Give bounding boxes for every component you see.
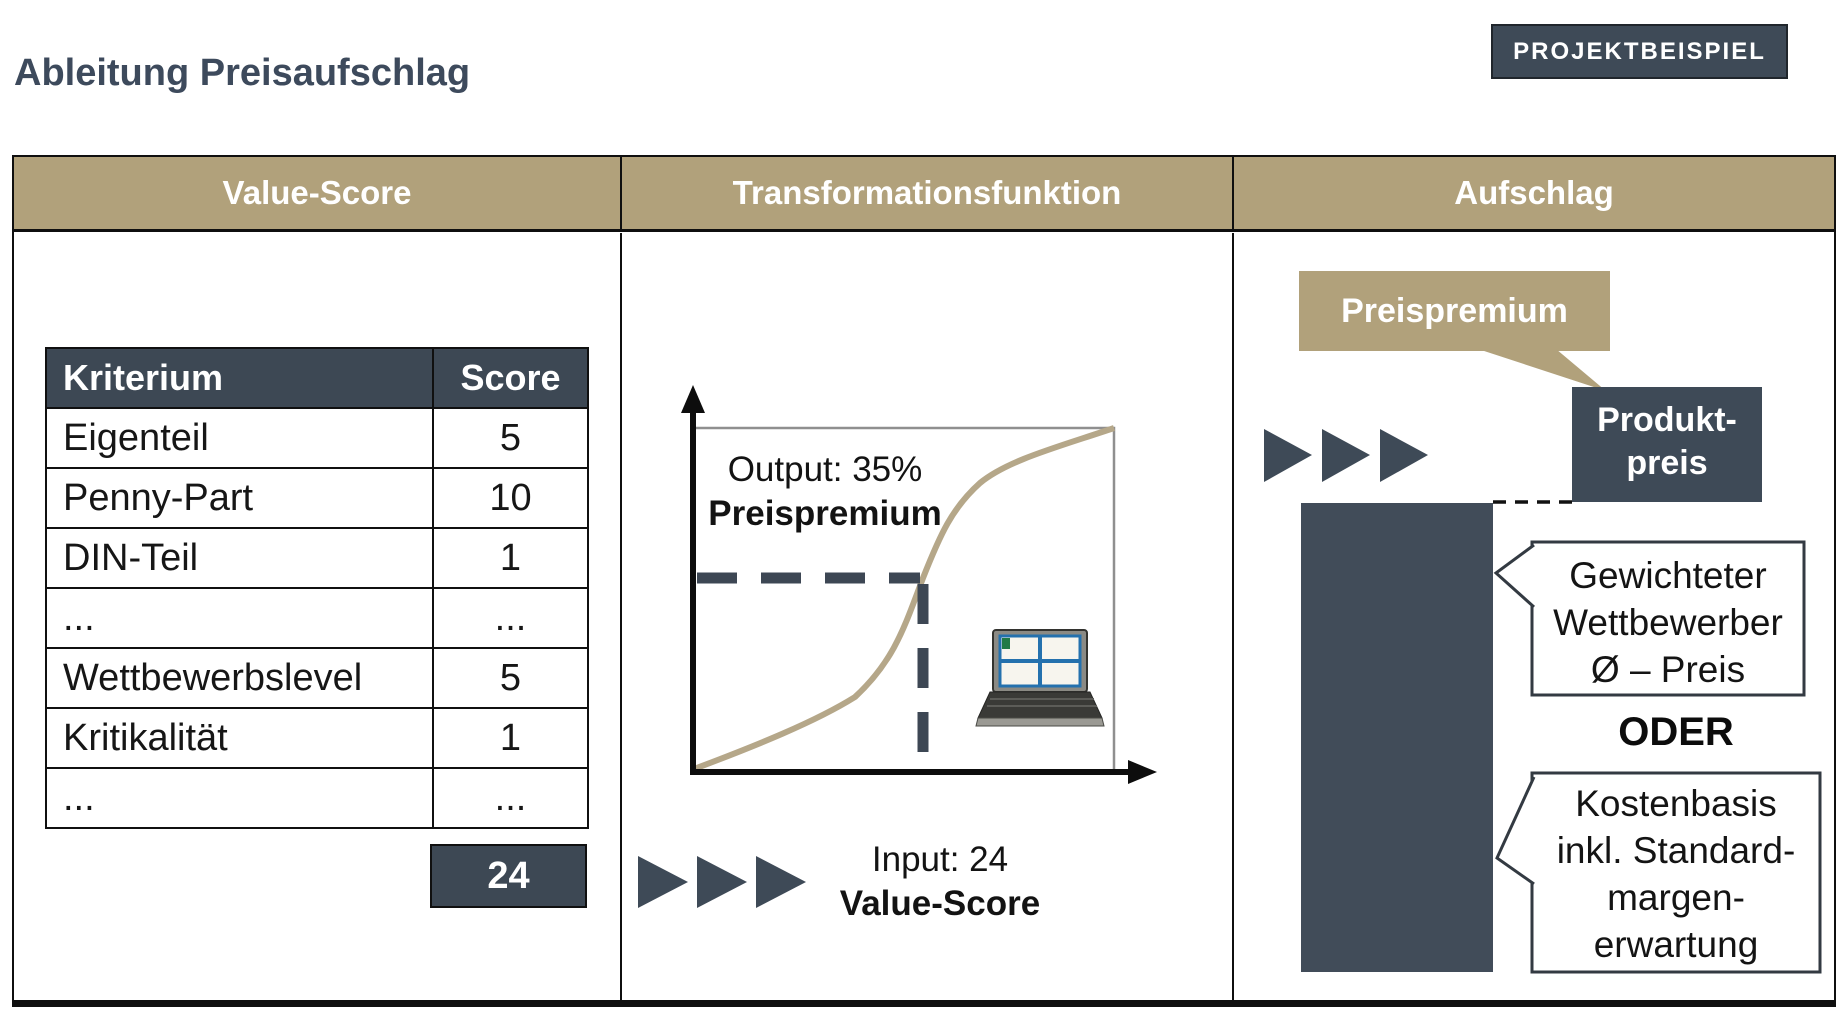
produktpreis-line2: preis — [1626, 444, 1708, 482]
column-divider-2 — [1232, 233, 1234, 1000]
produktpreis-label: Produkt- preis — [1572, 399, 1762, 485]
forward-arrows-icon — [1264, 429, 1428, 482]
aufschlag-graphics — [1264, 271, 1822, 974]
cost-bubble — [1530, 771, 1822, 974]
page-title: Ableitung Preisaufschlag — [14, 52, 471, 94]
score-cell: 5 — [432, 647, 589, 709]
or-label: ODER — [1618, 710, 1734, 754]
cost-line2: inkl. Standard- — [1556, 830, 1796, 871]
value-score-table: Kriterium Score Eigenteil 5 Penny-Part 1… — [45, 347, 589, 829]
cost-line4: erwartung — [1593, 924, 1759, 965]
project-example-badge: PROJEKTBEISPIEL — [1491, 24, 1788, 79]
table-row: Wettbewerbslevel 5 — [45, 647, 589, 709]
transformation-curve — [692, 425, 1115, 772]
output-value: Output: 35% — [727, 450, 923, 489]
criterion-column-header: Kriterium — [45, 347, 434, 409]
input-caption: Value-Score — [839, 884, 1041, 923]
cost-line3: margen- — [1607, 877, 1745, 918]
y-axis-arrow-icon — [681, 385, 705, 413]
input-label: Input: 24 Value-Score — [780, 838, 1100, 926]
criterion-cell: ... — [45, 587, 434, 649]
score-cell: 1 — [432, 527, 589, 589]
competitor-bubble-tail — [1496, 545, 1534, 607]
output-caption: Preispremium — [708, 494, 942, 533]
competitor-bubble-tail-outline — [1493, 543, 1536, 609]
table-row: Kritikalität 1 — [45, 707, 589, 769]
competitor-line2: Wettbewerber — [1553, 602, 1783, 643]
score-cell: ... — [432, 767, 589, 829]
cost-basis-label: Kostenbasis inkl. Standard- margen- erwa… — [1532, 780, 1820, 968]
column-header-transformationsfunktion: Transformationsfunktion — [622, 157, 1234, 229]
score-cell: 10 — [432, 467, 589, 529]
laptop-icon — [975, 629, 1105, 727]
column-header-value-score: Value-Score — [14, 157, 622, 229]
forward-arrows-icon — [638, 856, 806, 908]
score-column-header: Score — [432, 347, 589, 409]
transformation-chart — [638, 385, 1157, 908]
criterion-cell: DIN-Teil — [45, 527, 434, 589]
preispremium-bubble-tail — [1478, 349, 1606, 391]
preispremium-label: Preispremium — [1341, 291, 1568, 330]
table-row: Eigenteil 5 — [45, 407, 589, 469]
competitor-line1: Gewichteter — [1569, 555, 1767, 596]
x-axis-arrow-icon — [1128, 760, 1157, 784]
competitor-line3: Ø – Preis — [1590, 649, 1746, 690]
preispremium-bubble — [1299, 271, 1610, 351]
produktpreis-line1: Produkt- — [1597, 401, 1737, 439]
column-header-aufschlag: Aufschlag — [1234, 157, 1834, 229]
table-row: ... ... — [45, 587, 589, 649]
criterion-cell: Wettbewerbslevel — [45, 647, 434, 709]
criterion-cell: Penny-Part — [45, 467, 434, 529]
produktpreis-box — [1572, 387, 1762, 502]
table-row: Penny-Part 10 — [45, 467, 589, 529]
cost-bubble-tail-outline — [1495, 776, 1536, 886]
criterion-cell: Eigenteil — [45, 407, 434, 469]
table-header-row: Kriterium Score — [45, 347, 589, 409]
table-row: ... ... — [45, 767, 589, 829]
main-table-header-row: Value-Score Transformationsfunktion Aufs… — [14, 157, 1834, 232]
cost-line1: Kostenbasis — [1575, 783, 1777, 824]
criterion-cell: ... — [45, 767, 434, 829]
price-bar — [1301, 503, 1493, 972]
table-row: DIN-Teil 1 — [45, 527, 589, 589]
score-cell: 1 — [432, 707, 589, 769]
input-value: Input: 24 — [871, 840, 1009, 879]
column-divider-1 — [620, 233, 622, 1000]
score-cell: 5 — [432, 407, 589, 469]
output-label: Output: 35% Preispremium — [665, 448, 985, 536]
score-cell: ... — [432, 587, 589, 649]
criterion-cell: Kritikalität — [45, 707, 434, 769]
competitor-bubble — [1530, 540, 1806, 697]
competitor-price-label: Gewichteter Wettbewerber Ø – Preis — [1532, 552, 1804, 693]
cost-bubble-tail — [1497, 777, 1534, 884]
score-total-cell: 24 — [430, 844, 587, 908]
